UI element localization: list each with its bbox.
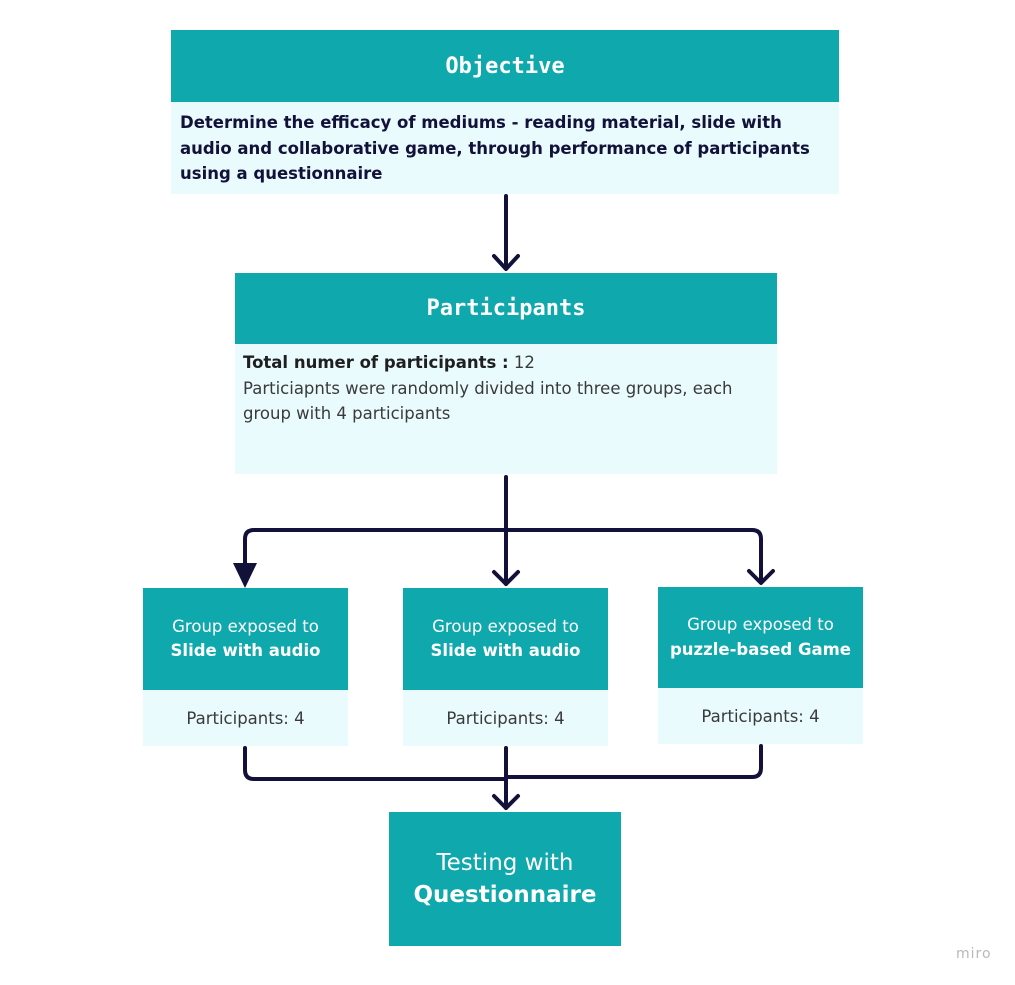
connector-branch-right: [504, 528, 763, 584]
group-3-header: Group exposed to puzzle-based Game: [658, 587, 863, 688]
arrowhead-group-1: [233, 563, 257, 588]
group-1-medium: Slide with audio: [170, 641, 321, 660]
arrowhead-group-2: [492, 570, 520, 586]
connector-group-3-merge: [504, 744, 763, 779]
group-1-header: Group exposed to Slide with audio: [143, 588, 348, 690]
group-1-participants: Participants: 4: [143, 690, 348, 746]
participants-description: Total numer of participants : 12 Partici…: [235, 344, 777, 474]
connector-group-1-merge: [243, 746, 508, 781]
arrowhead-participants: [492, 254, 520, 271]
group-3-medium: puzzle-based Game: [669, 639, 852, 659]
arrowhead-testing: [492, 794, 520, 810]
connector-branch-left: [243, 528, 508, 570]
group-2-header: Group exposed to Slide with audio: [403, 588, 608, 690]
participants-total-label: Total numer of participants :: [243, 353, 509, 372]
group-3-line1: Group exposed to: [687, 615, 834, 634]
group-1-line1: Group exposed to: [172, 616, 319, 636]
group-2-medium: Slide with audio: [430, 641, 581, 660]
testing-box: Testing with Questionnaire: [389, 812, 621, 946]
group-2-participants: Participants: 4: [403, 690, 608, 746]
arrowhead-group-3: [747, 569, 775, 585]
participants-total: Total numer of participants : 12: [243, 350, 767, 376]
group-3-participants: Participants: 4: [658, 688, 863, 744]
objective-description: Determine the efficacy of mediums - read…: [171, 102, 839, 194]
participants-total-value: 12: [513, 353, 535, 372]
testing-line1: Testing with: [436, 850, 574, 876]
participants-title: Participants: [235, 273, 777, 344]
miro-watermark: miro: [956, 946, 992, 962]
objective-title: Objective: [171, 30, 839, 102]
participants-division-text: Particiapnts were randomly divided into …: [243, 378, 733, 424]
testing-line2: Questionnaire: [413, 882, 597, 908]
group-2-line1: Group exposed to: [432, 616, 579, 636]
